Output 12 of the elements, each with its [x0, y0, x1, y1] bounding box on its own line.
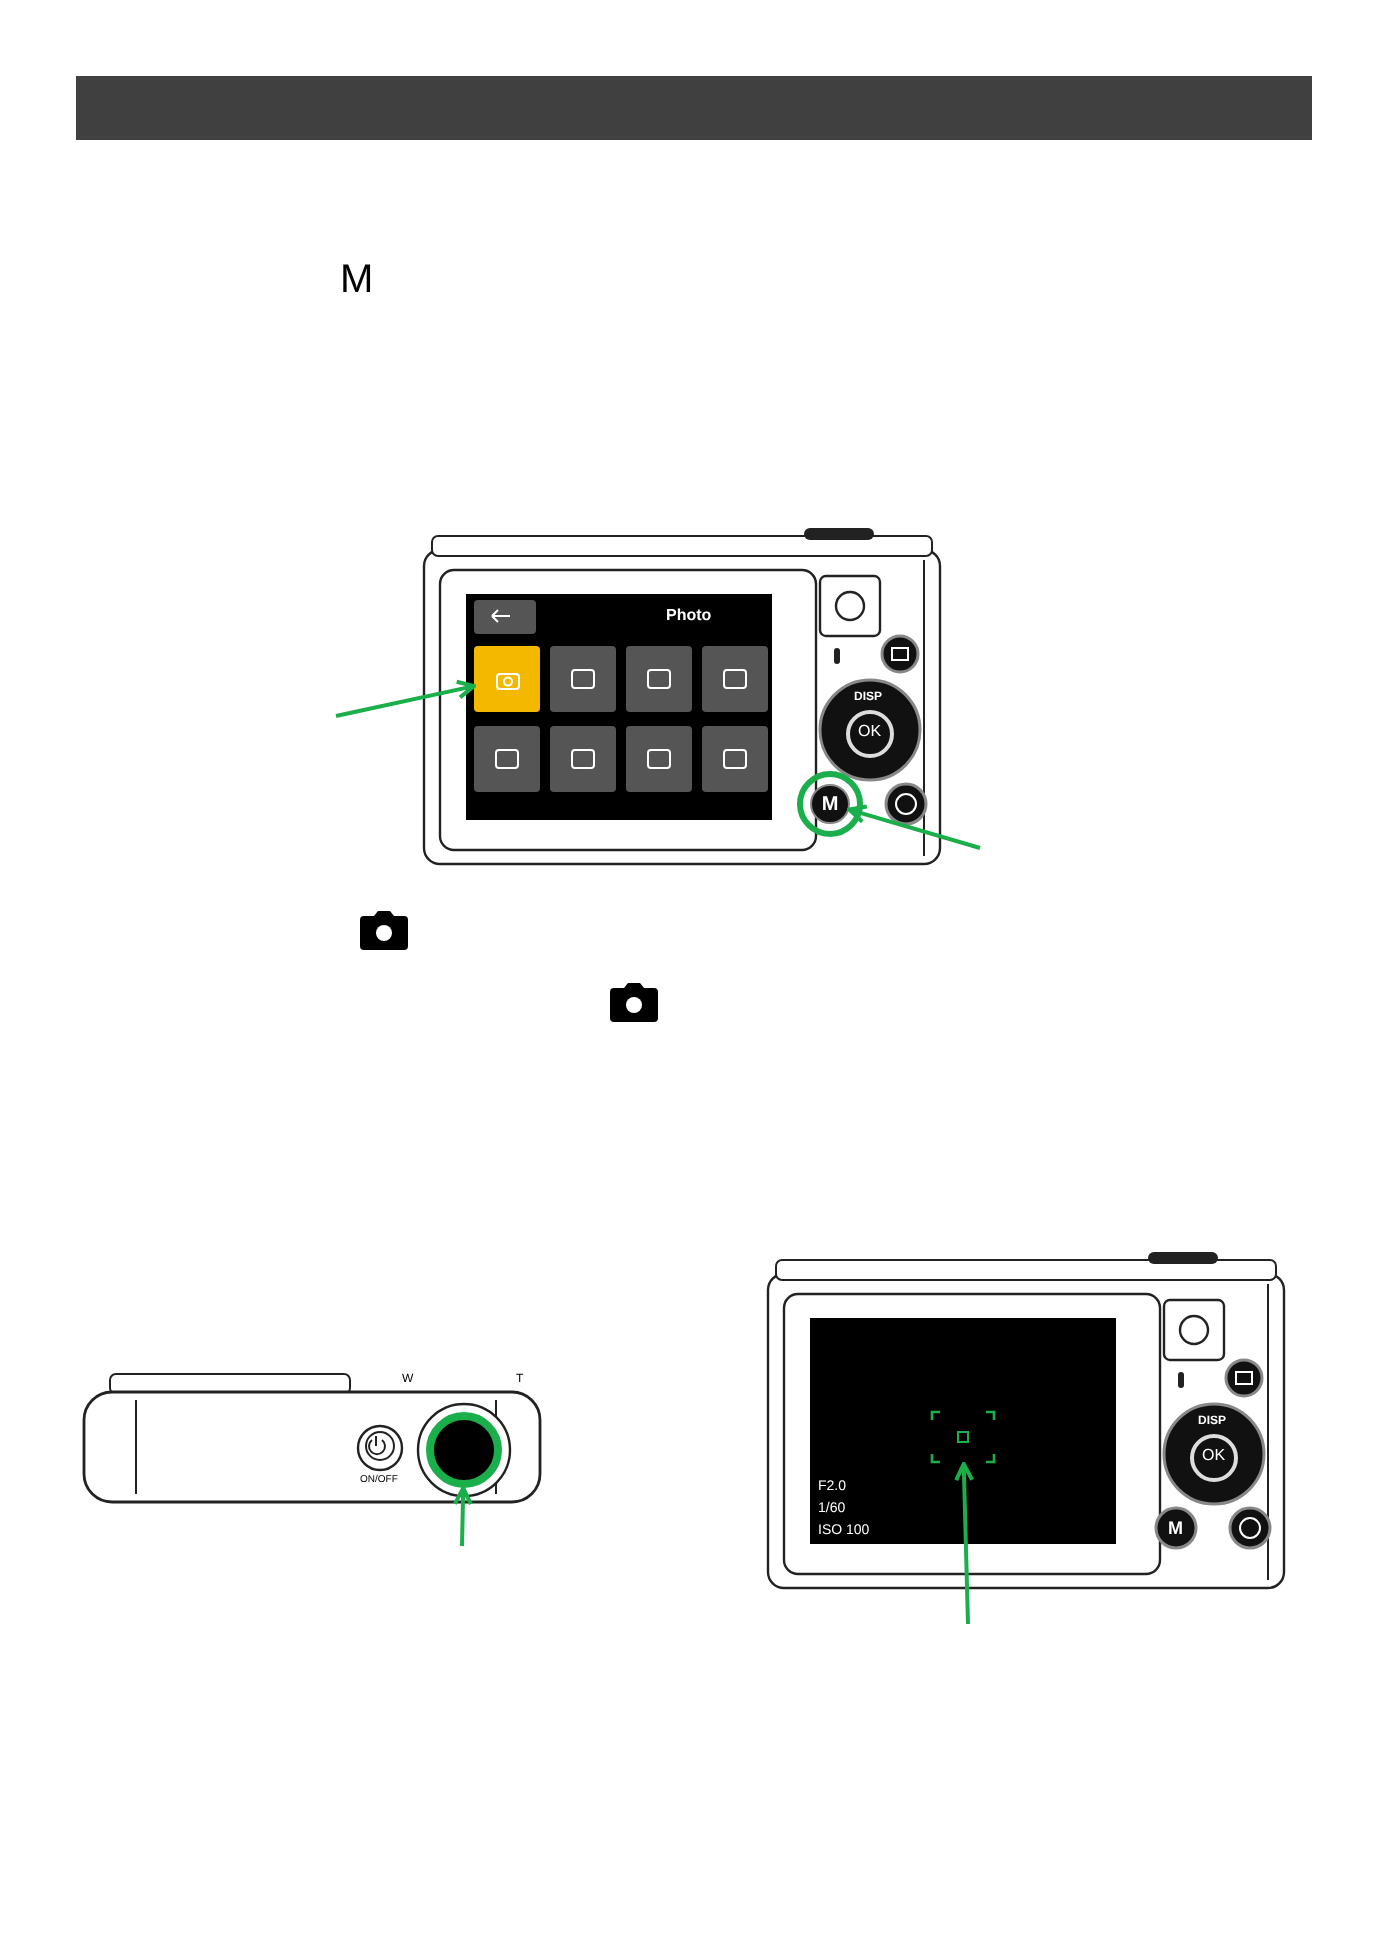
button-label: M: [1168, 1520, 1183, 1538]
focus-frame: [930, 1410, 996, 1464]
leader-arrow: [847, 804, 981, 850]
button-symbol: M: [340, 260, 374, 300]
leader-arrow: [452, 1486, 473, 1547]
leader-arrow: [954, 1462, 975, 1625]
button-label: M: [821, 793, 839, 815]
leader-arrow: [335, 679, 476, 718]
button-label: OK: [1202, 1448, 1226, 1464]
mode-tile: [474, 646, 540, 712]
screen-title: Photo: [666, 608, 712, 624]
button-label: OK: [858, 724, 882, 740]
